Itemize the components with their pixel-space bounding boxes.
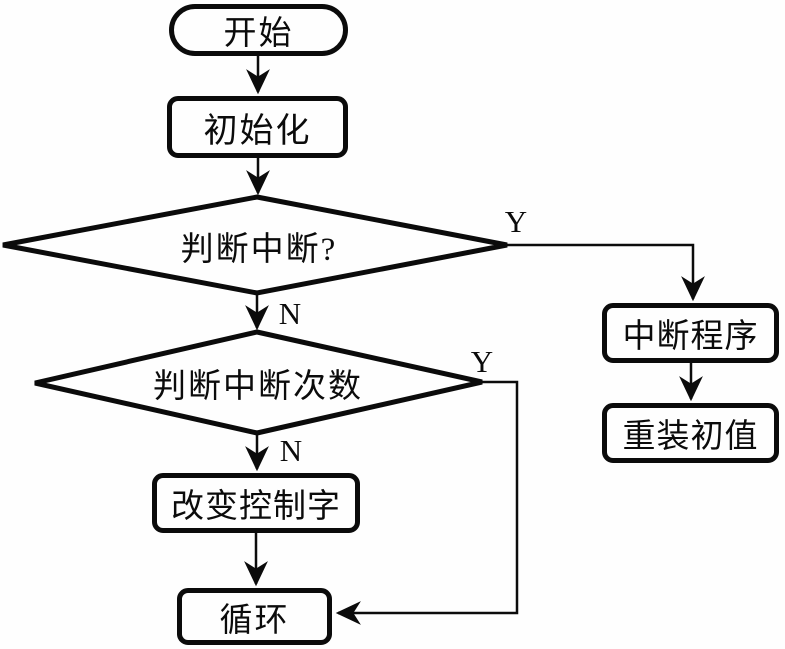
- node-change-control-word-process: 改变控制字: [152, 473, 360, 533]
- node-change-control-word-label: 改变控制字: [171, 489, 341, 525]
- node-reload-initial-value-process: 重装初值: [602, 403, 779, 463]
- node-interrupt-routine-process: 中断程序: [602, 303, 779, 363]
- branch-label-d2-no: N: [279, 433, 303, 468]
- node-reload-initial-value-label: 重装初值: [622, 419, 759, 455]
- node-initialize-label: 初始化: [203, 112, 312, 150]
- branch-label-d1-yes: Y: [504, 204, 528, 239]
- node-loop-process: 循环: [177, 588, 332, 645]
- node-start-label: 开始: [223, 16, 294, 52]
- decision-check-count-label: 判断中断次数: [153, 369, 363, 405]
- branch-label-d2-yes: Y: [470, 344, 494, 379]
- branch-label-d1-no: N: [278, 296, 302, 331]
- edge-d1-yes-to-isr: [507, 243, 705, 302]
- node-loop-label: 循环: [219, 602, 290, 639]
- edge-d2-yes-to-loop: [335, 380, 519, 625]
- node-interrupt-routine-label: 中断程序: [622, 319, 759, 355]
- node-initialize-process: 初始化: [167, 96, 348, 158]
- decision-check-interrupt-label: 判断中断?: [180, 232, 338, 268]
- node-start-terminator: 开始: [169, 4, 348, 56]
